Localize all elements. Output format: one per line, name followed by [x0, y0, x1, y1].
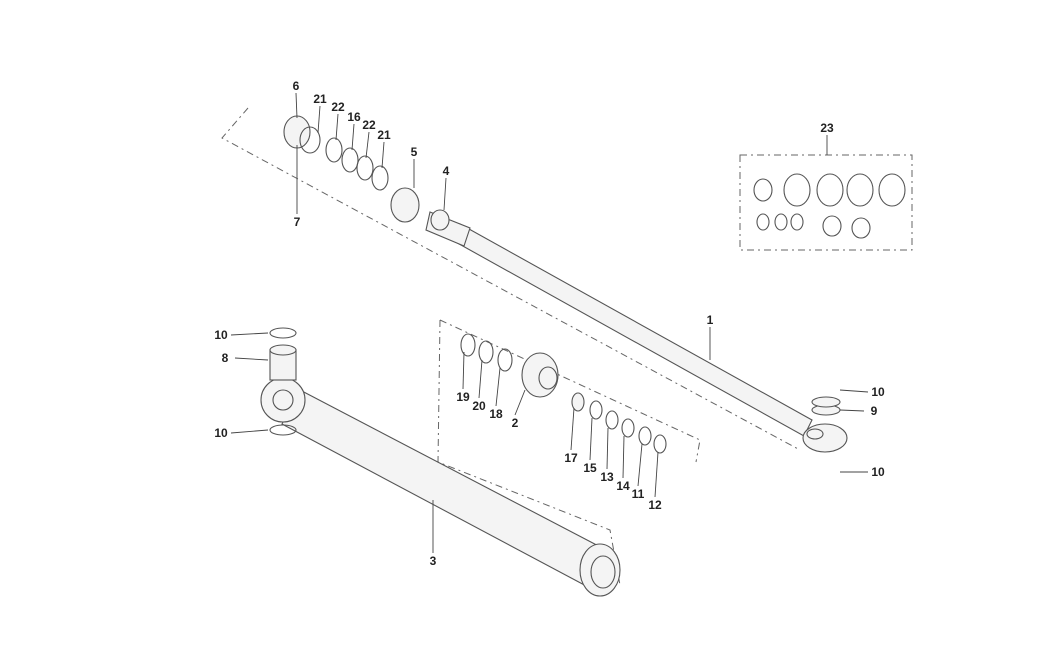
seal-ring — [390, 187, 420, 223]
leader-line — [443, 177, 447, 211]
callout-13: 13 — [600, 470, 614, 484]
leader-line — [317, 105, 321, 134]
callout-22b: 22 — [362, 118, 376, 132]
seal-ring — [283, 115, 311, 149]
head-assembly-box — [437, 319, 701, 586]
seal-ring — [341, 147, 359, 173]
seal-ring — [371, 165, 389, 191]
leader-line — [230, 429, 269, 434]
seal-kit-box — [739, 154, 913, 251]
seal-ring — [589, 400, 603, 420]
seal-ring — [460, 333, 476, 357]
callout-9: 9 — [871, 404, 878, 418]
leader-line — [230, 332, 269, 336]
callout-7: 7 — [294, 215, 301, 229]
leader-line — [234, 357, 269, 361]
leader-line — [495, 367, 501, 407]
seal-ring — [816, 173, 844, 207]
leader-line — [839, 389, 869, 393]
cylinder-tube — [260, 327, 621, 597]
leader-line — [365, 131, 370, 159]
callout-18: 18 — [489, 407, 503, 421]
callout-8: 8 — [222, 351, 229, 365]
callout-17: 17 — [564, 451, 578, 465]
seal-ring — [325, 137, 343, 163]
callout-21a: 21 — [313, 92, 327, 106]
callout-labels: 6212216222154723110810192018217151314111… — [214, 79, 885, 568]
seal-ring — [638, 426, 652, 446]
seal-ring — [356, 155, 374, 181]
leader-line — [335, 113, 339, 141]
leader-line — [589, 417, 593, 461]
seal-ring — [756, 213, 770, 231]
leader-line — [654, 451, 659, 498]
seal-ring — [299, 126, 321, 154]
seal-ring — [774, 213, 788, 231]
seal-ring — [653, 434, 667, 454]
leader-line — [351, 123, 355, 151]
leader-line — [295, 92, 298, 119]
piston-rod — [425, 211, 848, 453]
seal-ring — [783, 173, 811, 207]
leader-line — [839, 409, 865, 412]
seal-ring — [846, 173, 874, 207]
leader-line — [478, 359, 483, 399]
callout-14: 14 — [616, 479, 630, 493]
callout-20: 20 — [472, 399, 486, 413]
leader-line — [514, 389, 526, 416]
seal-ring — [538, 366, 558, 390]
seal-ring — [851, 217, 871, 239]
upper-guide-line — [221, 107, 801, 451]
callout-12: 12 — [648, 498, 662, 512]
seal-ring — [753, 178, 773, 202]
seal-ring — [822, 215, 842, 237]
seal-ring — [497, 348, 513, 372]
leader-line — [606, 427, 609, 470]
callout-19: 19 — [456, 390, 470, 404]
leader-line — [462, 351, 465, 390]
seal-ring — [521, 352, 559, 398]
callout-leader-lines — [230, 92, 869, 553]
callout-2: 2 — [512, 416, 519, 430]
callout-15: 15 — [583, 461, 597, 475]
seal-ring — [605, 410, 619, 430]
seal-ring — [478, 340, 494, 364]
seal-ring — [621, 418, 635, 438]
callout-11: 11 — [632, 487, 645, 501]
callout-10c: 10 — [871, 385, 885, 399]
leader-line — [570, 407, 575, 451]
callout-3: 3 — [430, 554, 437, 568]
leader-line — [381, 141, 385, 169]
callout-10d: 10 — [871, 465, 885, 479]
leader-line — [622, 435, 625, 479]
seal-ring — [878, 173, 906, 207]
callout-6: 6 — [293, 79, 300, 93]
callout-21b: 21 — [377, 128, 391, 142]
callout-23: 23 — [820, 121, 834, 135]
callout-4: 4 — [443, 164, 450, 178]
callout-10a: 10 — [214, 328, 228, 342]
callout-10b: 10 — [214, 426, 228, 440]
callout-16: 16 — [347, 110, 361, 124]
seal-ring — [790, 213, 804, 231]
seal-ring — [571, 392, 585, 412]
seal-ring — [430, 209, 450, 231]
callout-22a: 22 — [331, 100, 345, 114]
callout-1: 1 — [707, 313, 714, 327]
callout-5: 5 — [411, 145, 418, 159]
leader-line — [637, 443, 643, 487]
